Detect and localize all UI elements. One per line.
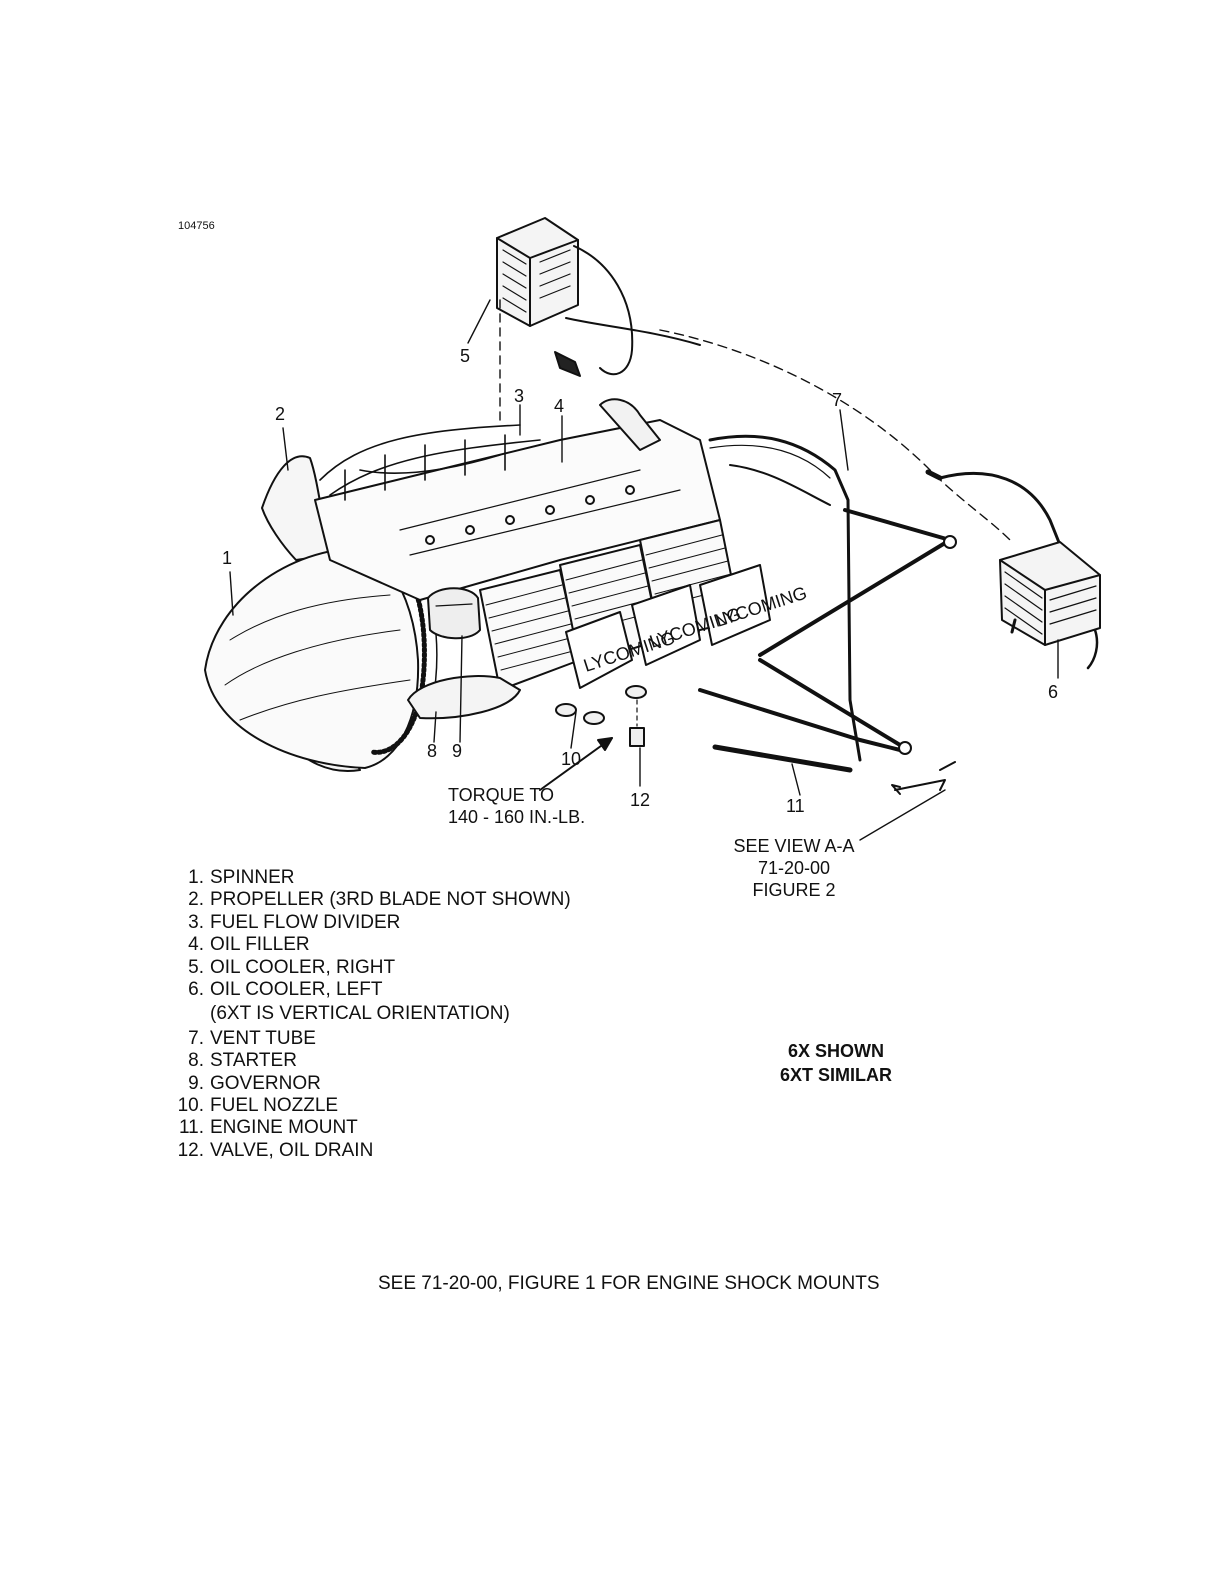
legend-text: GOVERNOR	[210, 1072, 321, 1094]
torque-note: TORQUE TO 140 - 160 IN.-LB.	[448, 784, 585, 828]
legend-text: VALVE, OIL DRAIN	[210, 1139, 374, 1161]
callout-3: 3	[514, 386, 524, 406]
spinner	[204, 547, 420, 769]
callout-2: 2	[275, 404, 285, 424]
callout-6: 6	[1048, 682, 1058, 702]
view-arrows	[891, 761, 956, 795]
callout-9: 9	[452, 741, 462, 761]
legend-text: OIL COOLER, RIGHT	[210, 956, 396, 978]
legend-item: 6. OIL COOLER, LEFT	[166, 979, 571, 1001]
legend-subnote: (6XT IS VERTICAL ORIENTATION)	[166, 1003, 571, 1025]
legend-item: 10. FUEL NOZZLE	[166, 1095, 571, 1117]
model-note: 6X SHOWN 6XT SIMILAR	[780, 1039, 892, 1087]
legend-text: OIL FILLER	[210, 934, 310, 956]
legend-text: STARTER	[210, 1050, 297, 1072]
see-view-note: SEE VIEW A-A 71-20-00 FIGURE 2	[724, 835, 864, 901]
torque-arrow	[539, 737, 613, 791]
legend-text: FUEL NOZZLE	[210, 1094, 339, 1116]
legend-number: 6.	[188, 978, 204, 1000]
oil-drain-valve	[629, 699, 645, 747]
legend-number: 4.	[188, 934, 204, 956]
torque-note-line2: 140 - 160 IN.-LB.	[448, 807, 586, 827]
callout-leaders	[229, 299, 1059, 841]
hose-route-dashed	[659, 329, 1011, 541]
callout-10: 10	[561, 749, 581, 769]
legend-item: 12. VALVE, OIL DRAIN	[166, 1140, 571, 1162]
legend-item: 4. OIL FILLER	[166, 934, 571, 956]
intake-tubes	[319, 424, 541, 501]
legend-item: 7. VENT TUBE	[166, 1028, 571, 1050]
legend-text: PROPELLER (3RD BLADE NOT SHOWN)	[210, 889, 571, 911]
governor	[427, 587, 481, 640]
legend-item: 5. OIL COOLER, RIGHT	[166, 957, 571, 979]
model-note-line2: 6XT SIMILAR	[780, 1065, 893, 1085]
legend-number: 10.	[177, 1094, 204, 1116]
callout-8: 8	[427, 741, 437, 761]
starter	[407, 675, 521, 720]
callout-4: 4	[554, 396, 564, 416]
valve-covers	[565, 564, 771, 689]
torque-note-line1: TORQUE TO	[448, 785, 555, 805]
callout-12: 12	[630, 790, 650, 810]
callout-7: 7	[832, 390, 842, 410]
legend-item: 8. STARTER	[166, 1050, 571, 1072]
legend-text: (6XT IS VERTICAL ORIENTATION)	[210, 1003, 510, 1025]
model-note-line1: 6X SHOWN	[788, 1041, 885, 1061]
see-view-line2: 71-20-00	[757, 858, 831, 878]
legend-text: SPINNER	[210, 867, 295, 888]
legend-text: OIL COOLER, LEFT	[210, 978, 383, 1000]
fuel-nozzles	[555, 685, 647, 725]
vent-tube	[708, 434, 862, 762]
oil-cooler-right	[496, 217, 701, 377]
see-view-line1: SEE VIEW A-A	[733, 836, 855, 856]
legend-text: FUEL FLOW DIVIDER	[210, 911, 401, 933]
engine-mount	[698, 508, 957, 773]
legend-number: 1.	[188, 867, 204, 888]
legend-item: 1. SPINNER	[166, 867, 571, 889]
cooler-hoses	[729, 464, 1062, 547]
legend-item: 11. ENGINE MOUNT	[166, 1117, 571, 1139]
legend-number: 3.	[188, 911, 204, 933]
callout-11: 11	[786, 796, 805, 816]
legend-item: 3. FUEL FLOW DIVIDER	[166, 912, 571, 934]
legend-item: 2. PROPELLER (3RD BLADE NOT SHOWN)	[166, 889, 571, 911]
legend-number: 5.	[188, 956, 204, 978]
figure-id: 104756	[178, 220, 215, 232]
legend-number: 2.	[188, 889, 204, 911]
legend-number: 8.	[188, 1050, 204, 1072]
parts-legend: 1. SPINNER 2. PROPELLER (3RD BLADE NOT SHO…	[166, 867, 571, 1162]
callout-1: 1	[222, 548, 232, 568]
callout-5: 5	[460, 346, 470, 366]
footer-note: SEE 71-20-00, FIGURE 1 FOR ENGINE SHOCK …	[378, 1273, 880, 1294]
legend-text: ENGINE MOUNT	[210, 1117, 358, 1139]
legend-item: 9. GOVERNOR	[166, 1073, 571, 1095]
oil-cooler-left	[999, 541, 1101, 670]
legend-number: 9.	[188, 1072, 204, 1094]
legend-number: 11.	[178, 1117, 204, 1139]
legend-number: 7.	[188, 1027, 204, 1049]
see-view-line3: FIGURE 2	[752, 880, 836, 900]
legend-text: VENT TUBE	[210, 1027, 316, 1049]
legend-number: 12.	[177, 1139, 204, 1161]
